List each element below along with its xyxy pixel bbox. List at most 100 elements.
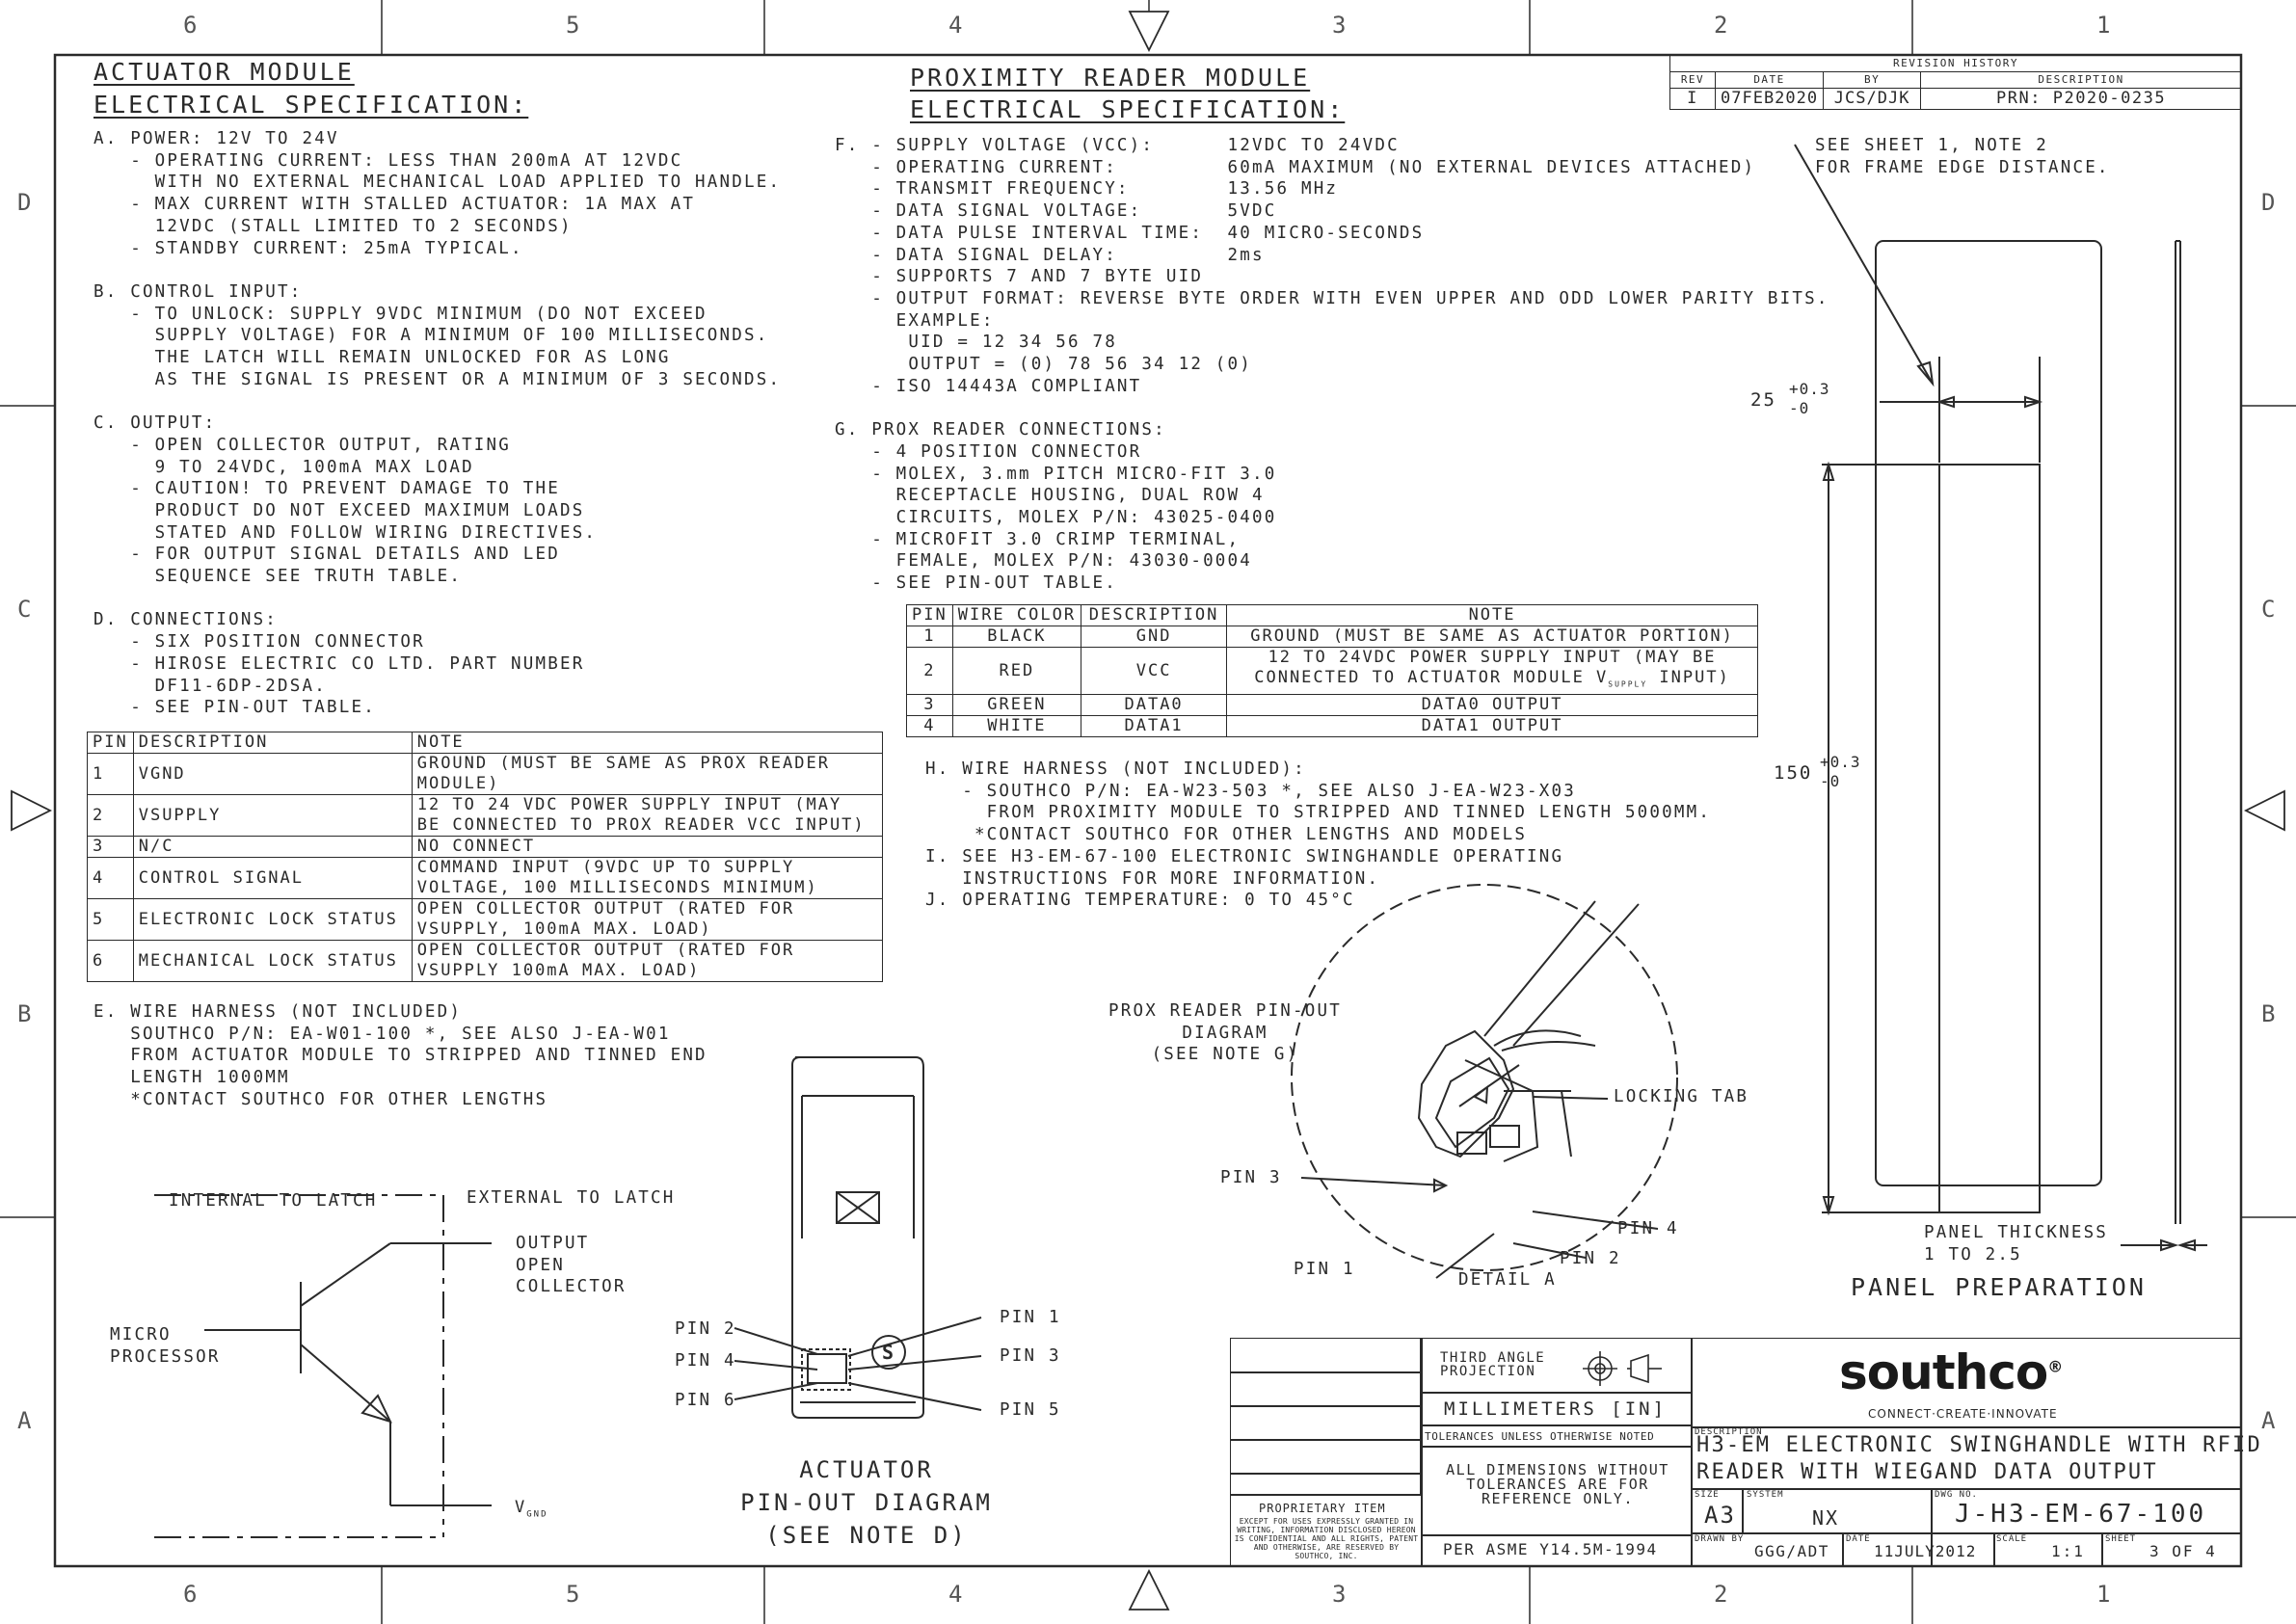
note-cell: OPEN COLLECTOR OUTPUT (RATED FOR VSUPPLY… bbox=[411, 940, 884, 982]
note-cell: COMMAND INPUT (9VDC UP TO SUPPLY VOLTAGE… bbox=[411, 857, 884, 899]
third-angle-projection-icon bbox=[1583, 1351, 1662, 1386]
spec-line: UID = 12 34 56 78 bbox=[835, 333, 1117, 353]
spec-line: AS THE SIGNAL IS PRESENT OR A MINIMUM OF… bbox=[93, 369, 782, 389]
description-cell: VSUPPLY bbox=[132, 794, 413, 837]
note-cell: 12 TO 24VDC POWER SUPPLY INPUT (MAY BE C… bbox=[1226, 646, 1758, 696]
pin-cell: 1 bbox=[906, 626, 953, 648]
drawing-size: A3 bbox=[1704, 1502, 1736, 1529]
actuator-pin-3: PIN 3 bbox=[1000, 1346, 1061, 1366]
spec-line: - SOUTHCO P/N: EA-W23-503 *, SEE ALSO J-… bbox=[925, 781, 1577, 801]
spec-line: B. CONTROL INPUT: bbox=[93, 281, 303, 302]
actuator-pin-6: PIN 6 bbox=[675, 1391, 736, 1410]
pin-cell: 3 bbox=[87, 836, 134, 858]
spec-line: OUTPUT = (0) 78 56 34 12 (0) bbox=[835, 355, 1253, 375]
description-cell: VGND bbox=[132, 753, 413, 795]
panel-preparation-drawing bbox=[1794, 144, 2207, 1252]
note-line: SEE SHEET 1, NOTE 2 bbox=[1815, 136, 2048, 155]
spec-line: - OPEN COLLECTOR OUTPUT, RATING bbox=[93, 435, 512, 455]
prox-pin-1: PIN 1 bbox=[1294, 1260, 1355, 1279]
spec-line: *CONTACT SOUTHCO FOR OTHER LENGTHS AND M… bbox=[925, 825, 1528, 845]
label-line: PROX READER PIN-OUT bbox=[1108, 1001, 1342, 1021]
spec-line: - 4 POSITION CONNECTOR bbox=[835, 441, 1142, 462]
actuator-title: ACTUATOR MODULE bbox=[93, 58, 355, 86]
spec-line: DF11-6DP-2DSA. bbox=[93, 676, 327, 696]
spec-line: 12VDC (STALL LIMITED TO 2 SECONDS) bbox=[93, 216, 573, 236]
zone-left-D: D bbox=[17, 189, 32, 216]
spec-line: - CAUTION! TO PREVENT DAMAGE TO THE bbox=[93, 479, 560, 499]
prox-spec-text: F. - SUPPLY VOLTAGE (VCC): 12VDC TO 24VD… bbox=[835, 135, 1829, 595]
spec-line: I. SEE H3-EM-67-100 ELECTRONIC SWINGHAND… bbox=[925, 846, 1564, 866]
description-line: H3-EM ELECTRONIC SWINGHANDLE WITH RFID bbox=[1696, 1433, 2262, 1457]
caption-line: PIN-OUT DIAGRAM bbox=[740, 1489, 993, 1516]
dwg-no-label: DWG NO. bbox=[1935, 1490, 1978, 1500]
external-to-latch-label: EXTERNAL TO LATCH bbox=[467, 1188, 676, 1208]
actuator-spec-text: A. POWER: 12V TO 24V - OPERATING CURRENT… bbox=[93, 128, 781, 719]
spec-line: J. OPERATING TEMPERATURE: 0 TO 45°C bbox=[925, 891, 1355, 911]
drawing-scale: 1:1 bbox=[2051, 1542, 2085, 1560]
sheet-number: 3 OF 4 bbox=[2149, 1542, 2217, 1560]
zone-top-1: 1 bbox=[2096, 12, 2111, 39]
table-header: DATE bbox=[1714, 71, 1825, 89]
zone-right-C: C bbox=[2261, 596, 2276, 623]
spec-line: INSTRUCTIONS FOR MORE INFORMATION. bbox=[925, 868, 1380, 889]
label-line: THIRD ANGLE bbox=[1440, 1350, 1546, 1366]
drawn-by-label: DRAWN BY bbox=[1695, 1534, 1745, 1544]
description-line: READER WITH WIEGAND DATA OUTPUT bbox=[1696, 1460, 2158, 1484]
system-label: SYSTEM bbox=[1747, 1490, 1784, 1500]
caption-line: (SEE NOTE D) bbox=[765, 1522, 968, 1549]
revision-rev: I bbox=[1669, 88, 1716, 110]
prox-title: PROXIMITY READER MODULE bbox=[910, 64, 1311, 92]
zone-left-C: C bbox=[17, 596, 32, 623]
spec-line: F. - SUPPLY VOLTAGE (VCC): 12VDC TO 24VD… bbox=[835, 136, 1400, 155]
drawn-by: GGG/ADT bbox=[1754, 1542, 1829, 1560]
label-line: COLLECTOR bbox=[516, 1277, 627, 1297]
table-header: NOTE bbox=[1226, 604, 1758, 626]
description-cell: GND bbox=[1081, 626, 1228, 648]
label-line: OUTPUT bbox=[516, 1234, 590, 1253]
note-cell: DATA0 OUTPUT bbox=[1226, 694, 1758, 717]
pin-cell: 2 bbox=[87, 794, 134, 837]
spec-line: STATED AND FOLLOW WIRING DIRECTIVES. bbox=[93, 522, 598, 543]
asme-standard: PER ASME Y14.5M-1994 bbox=[1443, 1540, 1658, 1558]
cad-system: NX bbox=[1812, 1506, 1840, 1530]
note-cell: 12 TO 24 VDC POWER SUPPLY INPUT (MAY BE … bbox=[411, 794, 884, 837]
units-label: MILLIMETERS [IN] bbox=[1444, 1398, 1668, 1420]
zone-right-D: D bbox=[2261, 189, 2276, 216]
table-header: DESCRIPTION bbox=[1081, 604, 1228, 626]
caption-line: ACTUATOR bbox=[799, 1456, 934, 1483]
table-row: I 07FEB2020 JCS/DJK PRN: P2020-0235 bbox=[1669, 88, 2242, 110]
southco-tagline: CONNECT·CREATE·INNOVATE bbox=[1868, 1407, 2058, 1421]
prox-pin-2: PIN 2 bbox=[1560, 1249, 1621, 1268]
spec-line: CIRCUITS, MOLEX P/N: 43025-0400 bbox=[835, 507, 1277, 527]
note-cell: NO CONNECT bbox=[411, 836, 884, 858]
spec-line: - DATA SIGNAL DELAY: 2ms bbox=[835, 245, 1265, 265]
table-header: DESCRIPTION bbox=[1920, 71, 2242, 89]
pin-cell: 6 bbox=[87, 940, 134, 982]
zone-top-2: 2 bbox=[1714, 12, 1728, 39]
pin-cell: 4 bbox=[906, 715, 953, 738]
table-header: DESCRIPTION bbox=[132, 732, 413, 754]
zone-bottom-6: 6 bbox=[183, 1581, 198, 1608]
note-line: FOR FRAME EDGE DISTANCE. bbox=[1815, 157, 2110, 177]
prox-pin-3: PIN 3 bbox=[1220, 1168, 1282, 1187]
spec-line: - DATA SIGNAL VOLTAGE: 5VDC bbox=[835, 201, 1277, 222]
internal-to-latch-label: INTERNAL TO LATCH bbox=[169, 1191, 378, 1211]
zone-top-4: 4 bbox=[948, 12, 963, 39]
spec-line: - MOLEX, 3.mm PITCH MICRO-FIT 3.0 bbox=[835, 464, 1277, 484]
spec-line: 9 TO 24VDC, 100mA MAX LOAD bbox=[93, 457, 474, 477]
spec-line: H. WIRE HARNESS (NOT INCLUDED): bbox=[925, 759, 1306, 779]
label-line: DIAGRAM bbox=[1182, 1023, 1268, 1043]
proprietary-label: PROPRIETARY ITEM bbox=[1259, 1502, 1386, 1515]
note-cell: GROUND (MUST BE SAME AS ACTUATOR PORTION… bbox=[1226, 626, 1758, 648]
s-mark-icon: S bbox=[882, 1341, 894, 1364]
